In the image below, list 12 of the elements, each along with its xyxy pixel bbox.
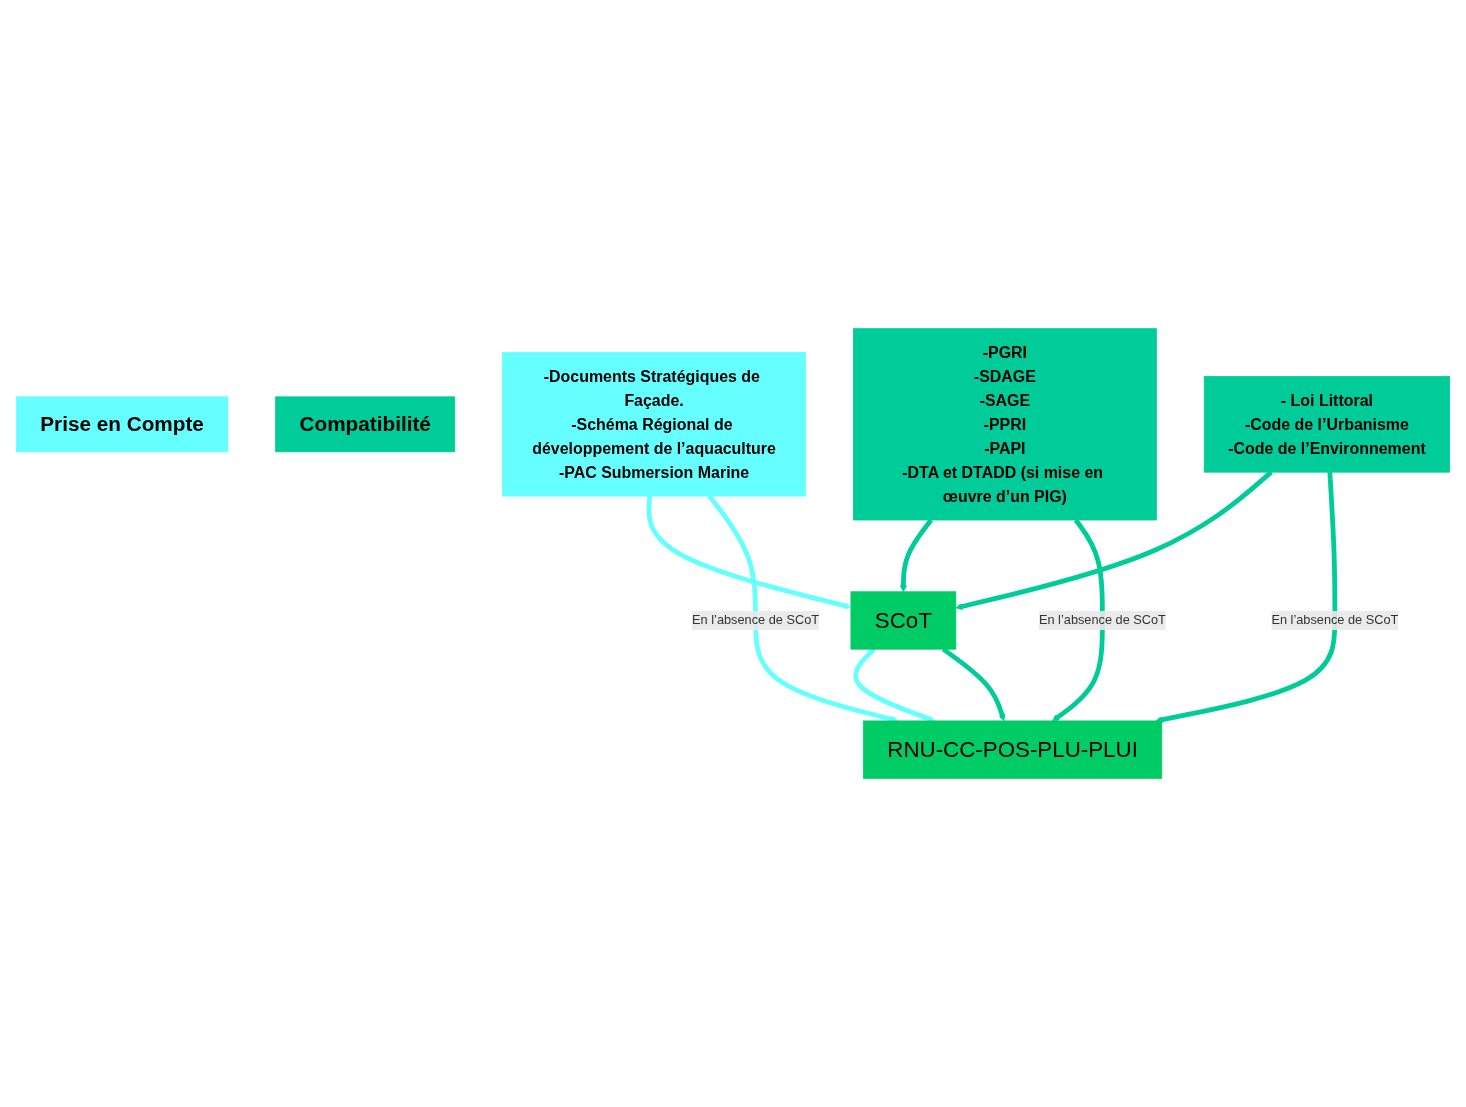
node-box: Prise en Compte	[15, 396, 229, 453]
node-box: -Documents Stratégiques de Façade. -Schéma Régional de développement de l’aquaculture -PAC Submersion Marine	[502, 352, 806, 497]
edge-label: En l’absence de SCoT	[1271, 613, 1399, 627]
node-box: -PGRI -SDAGE -SAGE -PPRI -PAPI -DTA et DTADD (si mise en œuvre d’un PIG)	[853, 328, 1157, 521]
edge-label: En l’absence de SCoT	[692, 613, 820, 627]
arrow	[646, 495, 852, 610]
arrow	[1155, 472, 1338, 724]
node-box: RNU-CC-POS-PLU-PLUI	[863, 720, 1163, 779]
node-box: SCoT	[850, 591, 957, 650]
edge-label: En l’absence de SCoT	[1038, 613, 1166, 627]
node-box: - Loi Littoral -Code de l’Urbanisme -Code de l’Environnement	[1203, 376, 1450, 473]
node-box: Compatibilité	[275, 396, 456, 453]
